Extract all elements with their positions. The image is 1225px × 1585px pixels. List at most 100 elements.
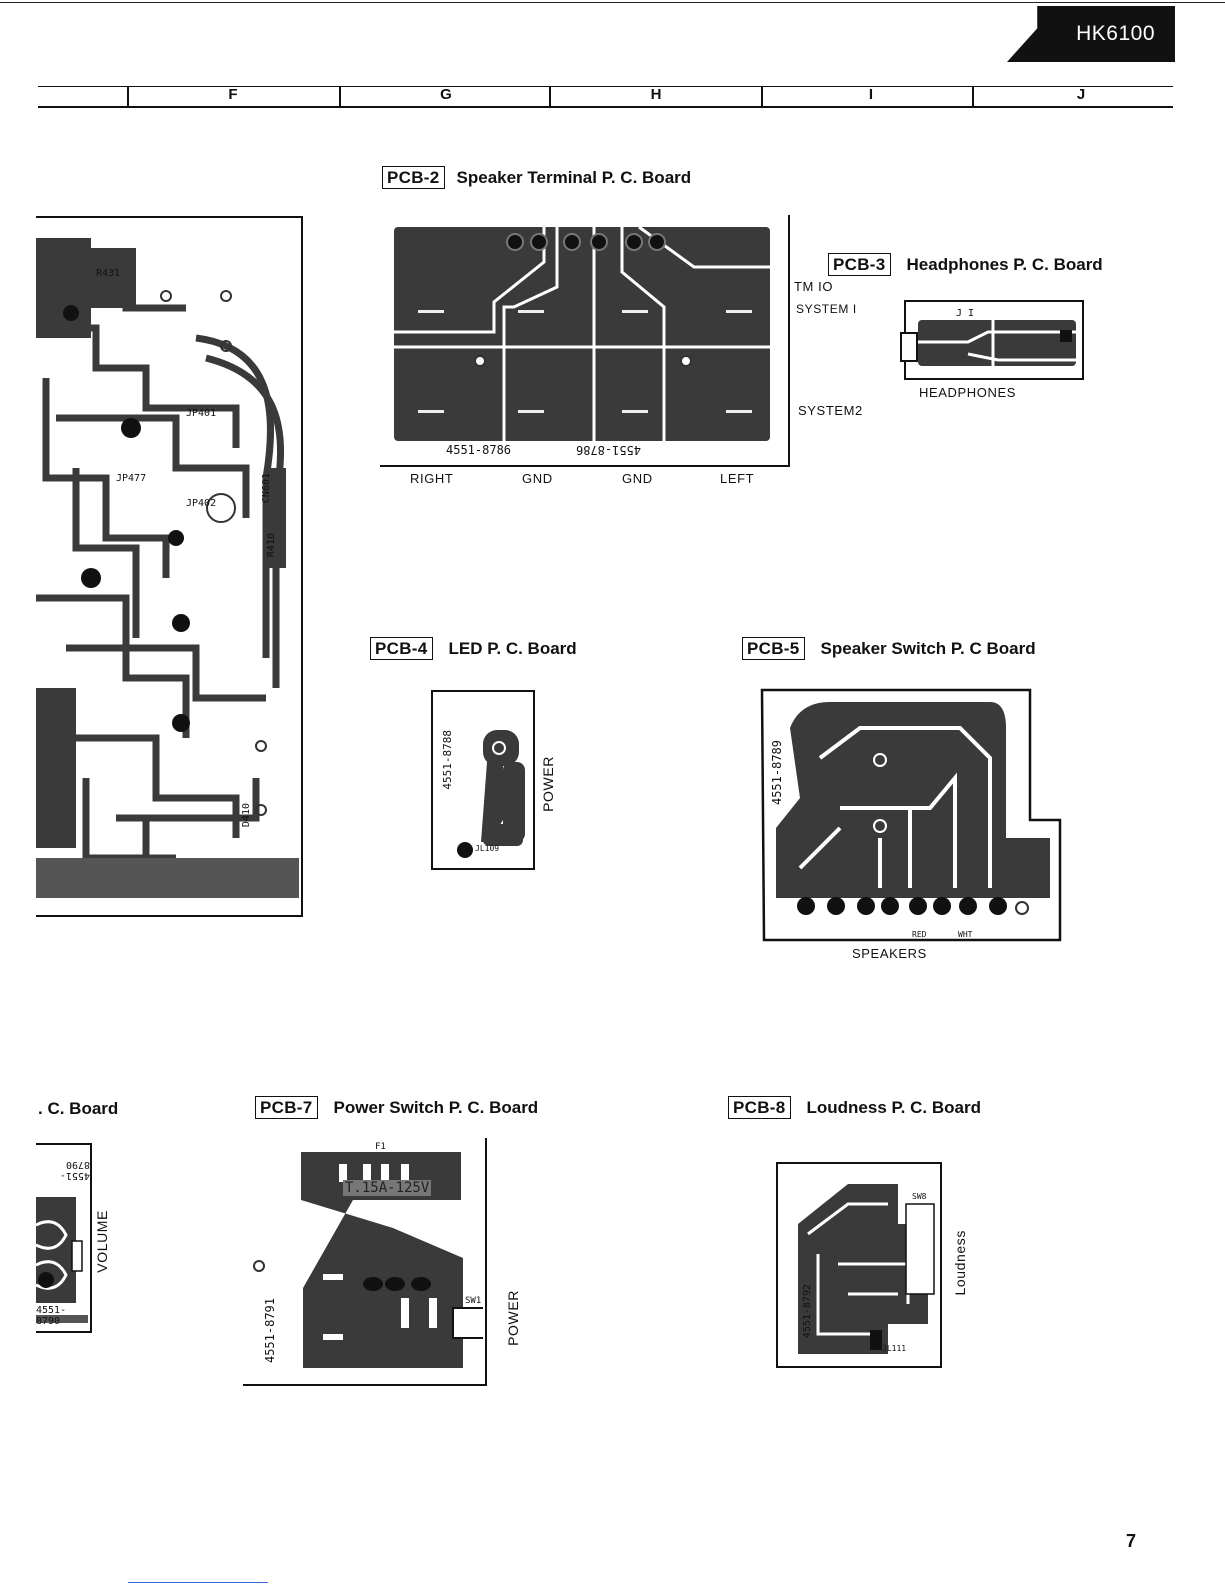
slot	[418, 410, 444, 413]
pcb6-board-code-mirrored: 4551-8790	[59, 1159, 90, 1181]
pcb4-board: 4551-8788 JL109	[431, 690, 535, 870]
ref-label: CN601	[261, 473, 272, 504]
main-board-partial: R431 JP401 JP402 JP477 CN601 R410 D410	[36, 216, 303, 917]
terminal-pad	[506, 233, 524, 251]
pcb2-isolation	[394, 227, 770, 441]
grid-letter-i: I	[868, 86, 874, 103]
ref-label: R431	[96, 268, 121, 279]
pcb2-board-code-mirrored: 4551-8786	[576, 443, 642, 457]
pcb2-copper	[394, 227, 770, 441]
pcb8-board-code: 4551-8792	[802, 1284, 813, 1339]
slot	[726, 410, 752, 413]
pcb4-tag: PCB-4	[370, 637, 433, 660]
slot	[622, 310, 648, 313]
pcb3-title: Headphones P. C. Board	[906, 255, 1103, 274]
pcb2-label-left: LEFT	[720, 471, 755, 486]
ref-label: JP477	[116, 473, 147, 484]
slot	[622, 410, 648, 413]
grid-letter-h: H	[650, 86, 662, 103]
slot	[418, 310, 444, 313]
pcb2-board: 4551-8786 4551-8786	[380, 215, 790, 467]
pcb7-title: Power Switch P. C. Board	[333, 1098, 539, 1117]
pcb6-board-code: 4551-8790	[36, 1305, 67, 1327]
pcb7-switch-ref: SW1	[465, 1296, 482, 1306]
model-tag: HK6100	[1007, 6, 1175, 62]
slot	[518, 310, 544, 313]
page-number: 7	[1126, 1531, 1137, 1551]
pcb5-title: Speaker Switch P. C Board	[820, 639, 1036, 658]
pcb2-heading: PCB-2 Speaker Terminal P. C. Board	[382, 166, 691, 189]
grid-divider	[127, 86, 129, 107]
pcb7-heading: PCB-7 Power Switch P. C. Board	[255, 1096, 538, 1119]
ref-label: JP401	[186, 408, 217, 419]
pcb5-wire-label: RED	[912, 930, 927, 939]
grid-divider	[972, 86, 974, 107]
pcb2-label-system1: SYSTEM I	[796, 302, 857, 316]
pcb4-ref: JL109	[475, 844, 500, 853]
top-rule	[0, 2, 1225, 3]
pcb6-title-fragment: . C. Board	[38, 1099, 119, 1118]
link-underline	[128, 1582, 268, 1583]
pcb5-wire-label: WHT	[958, 930, 973, 939]
terminal-pad	[563, 233, 581, 251]
pcb4-heading: PCB-4 LED P. C. Board	[370, 637, 577, 660]
pcb7-traces	[253, 1152, 483, 1368]
pcb4-title: LED P. C. Board	[448, 639, 577, 658]
pcb2-label-right: RIGHT	[410, 471, 454, 486]
pcb6-traces	[35, 1197, 88, 1323]
pcb2-board-code: 4551-8786	[446, 443, 512, 457]
pcb2-label-gnd: GND	[522, 471, 553, 486]
grid-letter-f: F	[228, 86, 238, 103]
jack-terminal	[1060, 330, 1072, 342]
pcb3-heading: PCB-3 Headphones P. C. Board	[828, 253, 1103, 276]
pcb8-side-label: Loudness	[952, 1230, 968, 1296]
pcb4-side-label: POWER	[540, 756, 556, 812]
mount-hole	[680, 355, 692, 367]
terminal-pad	[648, 233, 666, 251]
grid-column-bar	[38, 86, 1173, 108]
pcb3-board: J I	[900, 300, 1084, 380]
pcb8-ref: JL111	[882, 1344, 907, 1353]
pcb8-board: SW8 4551-8792 JL111	[776, 1162, 942, 1368]
pcb5-wire-label: BLU	[822, 916, 837, 925]
pcb7-fuse-ref: F1	[375, 1142, 386, 1152]
pcb7-tag: PCB-7	[255, 1096, 318, 1119]
pcb3-isolation	[918, 320, 1076, 366]
grid-divider	[761, 86, 763, 107]
pcb7-board-code: 4551-8791	[263, 1298, 277, 1364]
slot	[518, 410, 544, 413]
slot	[726, 310, 752, 313]
pcb8-traces	[798, 1184, 935, 1354]
pcb6-side-label: VOLUME	[94, 1210, 110, 1273]
pcb2-tag: PCB-2	[382, 166, 445, 189]
pcb8-tag: PCB-8	[728, 1096, 791, 1119]
pcb7-board: F1 T.15A-125V SW1 4551-8791	[243, 1138, 487, 1386]
ref-label: D410	[241, 803, 252, 828]
pcb3-caption: HEADPHONES	[919, 385, 1017, 400]
ref-label: R410	[266, 533, 277, 558]
terminal-pad	[590, 233, 608, 251]
mount-hole	[474, 355, 486, 367]
ref-label: JP402	[186, 498, 217, 509]
pcb3-tag: PCB-3	[828, 253, 891, 276]
grid-divider	[339, 86, 341, 107]
model-number: HK6100	[1076, 22, 1155, 45]
jack-body	[900, 332, 918, 362]
terminal-pad	[530, 233, 548, 251]
terminal-pad	[625, 233, 643, 251]
pcb5-tag: PCB-5	[742, 637, 805, 660]
pcb5-board	[760, 688, 1062, 942]
pcb7-side-label: POWER	[505, 1290, 521, 1346]
pcb2-label-tm10: TM IO	[794, 279, 834, 294]
pcb3-jack-ref: J I	[956, 308, 975, 319]
pcb4-traces	[457, 730, 525, 858]
grid-divider	[549, 86, 551, 107]
main-board-traces	[36, 228, 299, 898]
pcb8-switch-ref: SW8	[912, 1192, 927, 1201]
pcb2-label-gnd: GND	[622, 471, 653, 486]
pcb2-label-system2: SYSTEM2	[798, 403, 863, 418]
grid-letter-j: J	[1076, 86, 1086, 103]
pcb2-title: Speaker Terminal P. C. Board	[456, 168, 692, 187]
pcb6-board-partial: 4551-8790 4551-8790	[35, 1143, 92, 1333]
pcb7-fuse-rating: T.15A-125V	[343, 1180, 432, 1196]
